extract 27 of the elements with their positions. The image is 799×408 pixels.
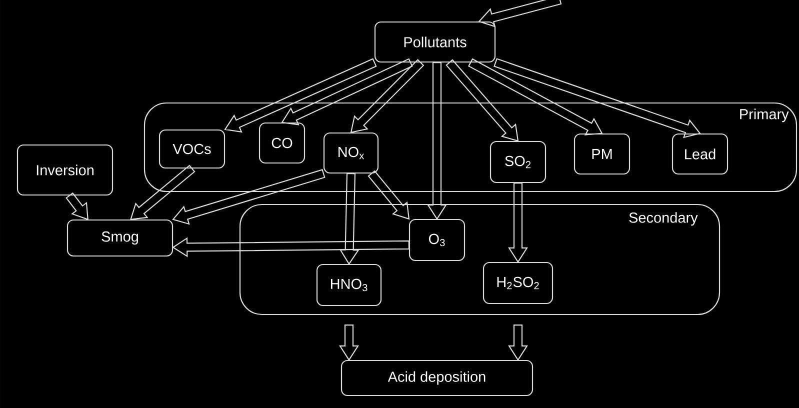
block-arrow (427, 62, 448, 220)
label-box: H$_{2}$SO$_{2}$ (482, 262, 554, 304)
block-arrow (172, 237, 410, 258)
block-arrow (508, 182, 528, 263)
label-box: Acid deposition (340, 360, 534, 396)
block-arrow (224, 58, 377, 133)
label-box: O$_{3}$ (408, 218, 466, 262)
label-box: Pollutants (374, 21, 496, 63)
block-arrow (130, 164, 196, 220)
label-box: Smog (66, 219, 174, 257)
block-arrow (446, 59, 519, 142)
label-box: NO$_{x}$ (323, 132, 379, 174)
label-box: VOCs (158, 129, 226, 169)
block-arrow (339, 324, 360, 361)
label-box: PM (574, 133, 630, 175)
label-box: Lead (672, 133, 728, 175)
label-box: CO (258, 122, 306, 164)
block-arrow (478, 0, 562, 28)
block-arrow (494, 58, 701, 138)
block-arrow (339, 172, 360, 265)
label-box: Inversion (16, 144, 114, 196)
block-arrow (281, 58, 413, 126)
block-arrow (368, 170, 410, 220)
block-arrow (172, 169, 326, 225)
label-box: HNO$_{3}$ (316, 264, 382, 306)
label-box: SO$_{2}$ (490, 140, 546, 184)
block-arrow (508, 324, 528, 361)
